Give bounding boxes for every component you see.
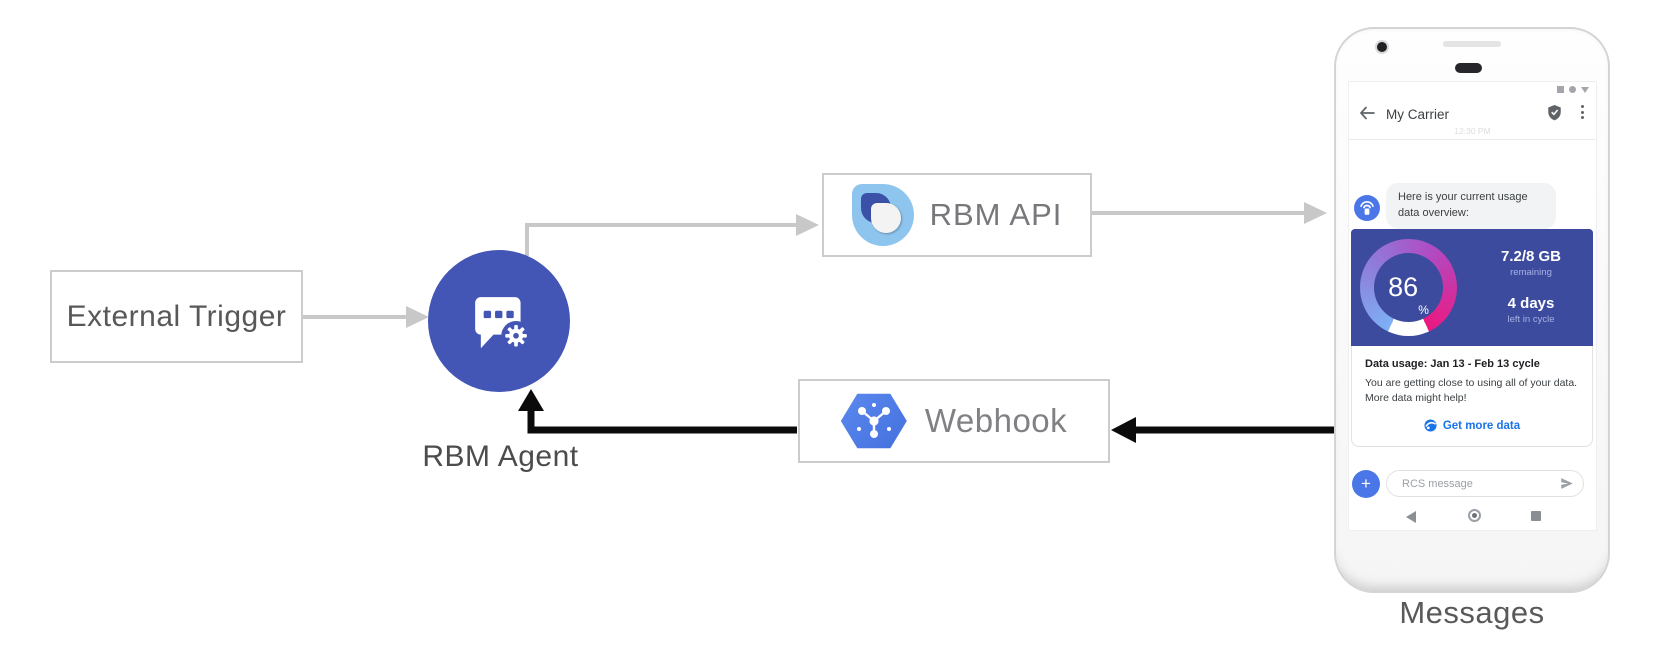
speaker-grille	[1455, 63, 1482, 73]
nav-recents-button[interactable]	[1531, 511, 1541, 521]
earpiece-slot	[1443, 41, 1501, 47]
messages-caption: Messages	[1399, 595, 1545, 630]
usage-card-text: You are getting close to using all of yo…	[1365, 377, 1578, 405]
remaining-value: 7.2/8 GB	[1500, 248, 1562, 265]
rbm-api-box: RBM API	[822, 173, 1092, 257]
add-attachment-button[interactable]: +	[1352, 470, 1380, 498]
cycle-value: 4 days	[1507, 295, 1555, 312]
chat-bubble-gear-icon	[475, 297, 531, 351]
agent-message-bubble: Here is your current usage data overview…	[1386, 183, 1556, 229]
phone-screen: My Carrier 12:30 PM He	[1348, 81, 1597, 531]
webhook-label: Webhook	[924, 402, 1068, 439]
gauge-percent-sign: %	[1418, 303, 1429, 317]
usage-card-title: Data usage: Jan 13 - Feb 13 cycle	[1365, 358, 1540, 370]
external-trigger-box: External Trigger	[50, 270, 303, 363]
bubble-line1: Here is your current usage	[1398, 191, 1528, 203]
three-dot-menu-icon[interactable]	[1581, 105, 1584, 119]
rbm-agent-node	[428, 250, 570, 392]
status-dot-icon	[1569, 86, 1576, 93]
arrow-agent-to-api	[525, 214, 819, 256]
usage-donut-gauge: 86 %	[1360, 239, 1457, 336]
rbm-agent-label: RBM Agent	[422, 440, 579, 473]
phone-mockup: My Carrier 12:30 PM He	[1334, 27, 1610, 593]
get-more-data-label: Get more data	[1442, 419, 1521, 432]
front-camera-icon	[1377, 42, 1387, 52]
message-timestamp: 12:30 PM	[1454, 126, 1491, 136]
gauge-percent: 86	[1388, 272, 1419, 302]
globe-icon	[1424, 419, 1437, 432]
status-triangle-down-icon	[1581, 86, 1589, 93]
status-bar	[1557, 86, 1589, 93]
usage-card-body: Data usage: Jan 13 - Feb 13 cycle You ar…	[1351, 346, 1593, 448]
send-icon[interactable]	[1560, 477, 1574, 490]
status-square-icon	[1557, 86, 1564, 93]
external-trigger-label: External Trigger	[66, 299, 287, 333]
nav-home-button[interactable]	[1468, 509, 1481, 522]
shield-check-icon	[1547, 104, 1562, 126]
usage-rich-card: 86 % 7.2/8 GB remaining 4 days left in c…	[1351, 229, 1593, 448]
carrier-avatar	[1354, 195, 1380, 221]
compose-bar	[1386, 470, 1584, 497]
nav-back-button[interactable]	[1406, 511, 1416, 523]
arrow-api-to-phone	[1092, 202, 1327, 224]
rbm-teardrop-logo	[851, 184, 914, 246]
webhook-box: Webhook	[798, 379, 1110, 463]
arrow-trigger-to-agent	[303, 306, 429, 328]
pubsub-hexagon-icon	[840, 393, 907, 449]
usage-gauge-panel: 86 % 7.2/8 GB remaining 4 days left in c…	[1351, 229, 1593, 346]
remaining-label: remaining	[1510, 267, 1552, 278]
bubble-line2: data overview:	[1398, 206, 1469, 219]
cycle-label: left in cycle	[1507, 314, 1555, 325]
rcs-message-input[interactable]	[1400, 476, 1560, 491]
conversation-header: My Carrier	[1349, 99, 1596, 137]
usage-stats: 7.2/8 GB remaining 4 days left in cycle	[1475, 248, 1587, 325]
header-divider	[1349, 139, 1596, 140]
conversation-title: My Carrier	[1386, 107, 1449, 122]
arrow-webhook-to-agent	[518, 389, 797, 434]
arrow-phone-to-webhook	[1111, 417, 1340, 443]
antenna-icon	[1360, 200, 1374, 215]
back-arrow-icon[interactable]	[1359, 106, 1375, 125]
rbm-api-label: RBM API	[929, 197, 1063, 232]
get-more-data-button[interactable]: Get more data	[1365, 419, 1579, 432]
plus-icon: +	[1361, 474, 1371, 493]
